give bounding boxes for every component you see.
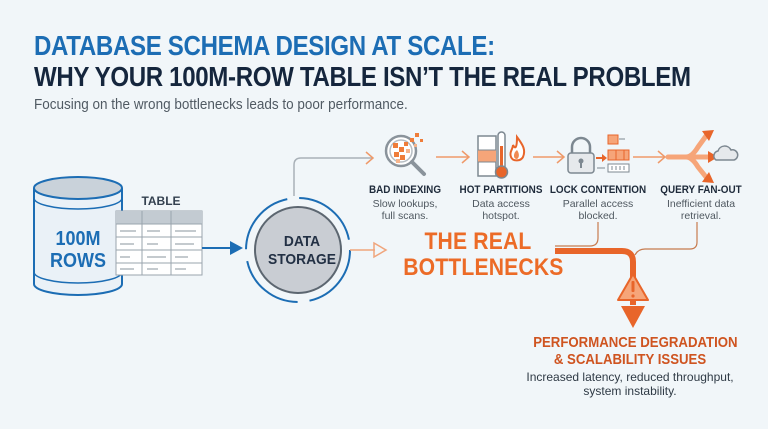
step-bad-indexing: BAD INDEXING Slow lookups, full scans. [345, 184, 465, 222]
database-label-line-2: ROWS [50, 250, 106, 272]
step-connectors [436, 150, 667, 164]
thermometer-flame-icon [477, 131, 526, 179]
step-desc-line-2: blocked. [578, 210, 618, 222]
step-title: HOT PARTITIONS [459, 184, 543, 196]
storage-label-line-2: STORAGE [268, 251, 336, 268]
step-desc-line-1: Data access [472, 198, 530, 210]
outcome-desc-line-2: system instability. [583, 384, 677, 398]
step-hot-partitions: HOT PARTITIONS Data access hotspot. [441, 184, 561, 222]
outcome-desc-line-1: Increased latency, reduced throughput, [526, 370, 734, 384]
step-desc-line-2: retrieval. [680, 210, 722, 222]
step-title: BAD INDEXING [368, 184, 442, 196]
padlock-icon [567, 134, 630, 174]
bottleneck-flow-arrow [555, 248, 645, 328]
step-title: QUERY FAN-OUT [660, 184, 742, 196]
outcome-title-line-1: PERFORMANCE DEGRADATION [533, 334, 738, 351]
table-grid-icon [115, 210, 203, 276]
warning-triangle-icon [617, 273, 649, 301]
storage-label: DATA STORAGE [256, 233, 348, 269]
step-desc-line-2: full scans. [381, 210, 429, 222]
outcome-description: Increased latency, reduced throughput, s… [510, 370, 750, 398]
subtitle: Focusing on the wrong bottlenecks leads … [34, 96, 408, 113]
real-bottlenecks-line-1: THE REAL [424, 228, 532, 255]
database-cylinder-icon [33, 176, 123, 296]
step-desc-line-1: Parallel access [562, 198, 634, 210]
step-desc-line-1: Inefficient data [666, 198, 736, 210]
step-desc-line-2: hotspot. [482, 210, 520, 222]
real-bottlenecks-heading: THE REAL BOTTLENECKS [403, 228, 564, 281]
title-line-1: DATABASE SCHEMA DESIGN AT SCALE: [34, 30, 495, 61]
flow-arrow-to-storage [202, 241, 243, 255]
title-line-2: WHY YOUR 100M-ROW TABLE ISN’T THE REAL P… [34, 61, 691, 92]
magnifier-pixel-icon [384, 133, 426, 176]
step-title: LOCK CONTENTION [549, 184, 647, 196]
table-label: TABLE [141, 194, 181, 208]
outcome-title-line-2: & SCALABILITY ISSUES [553, 351, 707, 368]
step-query-fan-out: QUERY FAN-OUT Inefficient data retrieval… [641, 184, 761, 222]
database-label: 100M ROWS [38, 228, 119, 272]
database-label-line-1: 100M [55, 228, 101, 250]
storage-label-line-1: DATA [283, 233, 321, 250]
step-lock-contention: LOCK CONTENTION Parallel access blocked. [538, 184, 658, 222]
outcome-title: PERFORMANCE DEGRADATION & SCALABILITY IS… [533, 334, 738, 368]
real-bottlenecks-line-2: BOTTLENECKS [403, 254, 564, 281]
fan-out-arrows-icon [665, 130, 739, 183]
step-desc-line-1: Slow lookups, [372, 198, 438, 210]
